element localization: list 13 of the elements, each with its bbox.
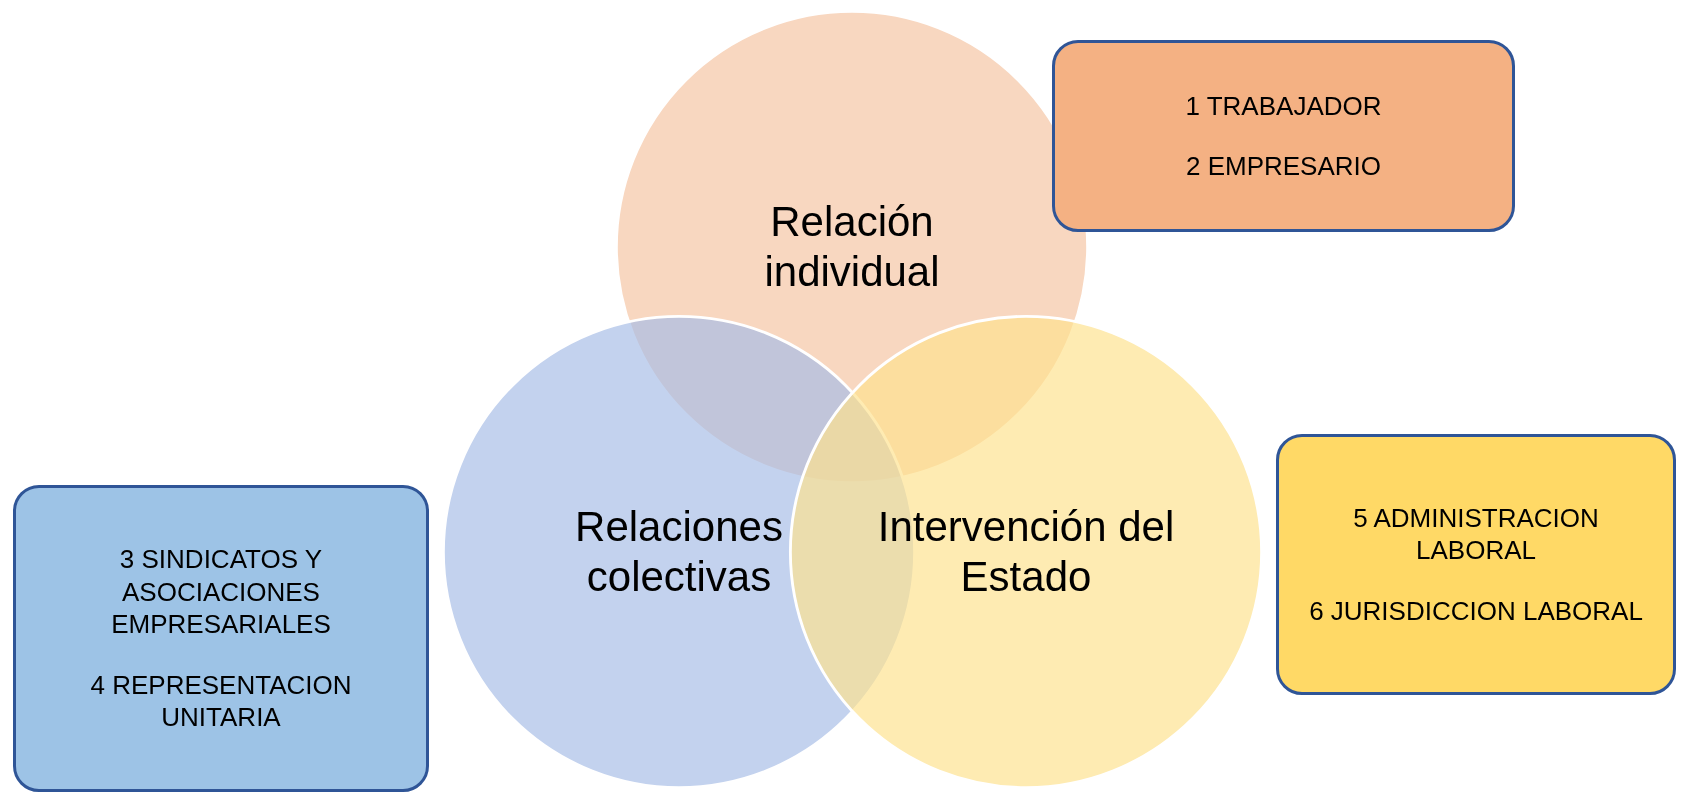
- card-text: 3 SINDICATOS Y ASOCIACIONES EMPRESARIALES: [110, 543, 332, 641]
- info-card: [1276, 434, 1676, 695]
- card-text: 1 TRABAJADOR: [1185, 89, 1382, 122]
- info-card: [13, 485, 429, 792]
- card-text: 6 JURISDICCION LABORAL: [1309, 594, 1643, 628]
- card-text: 4 REPRESENTACION UNITARIA: [89, 668, 353, 734]
- circle-label: Relación individual: [763, 196, 941, 297]
- card-text: 2 EMPRESARIO: [1185, 150, 1382, 183]
- circle-label: Intervención del Estado: [876, 501, 1176, 602]
- card-text: 5 ADMINISTRACION LABORAL: [1352, 501, 1600, 567]
- venn-circle: [788, 314, 1264, 790]
- circle-label: Relaciones colectivas: [574, 501, 784, 602]
- info-card: [1052, 40, 1515, 232]
